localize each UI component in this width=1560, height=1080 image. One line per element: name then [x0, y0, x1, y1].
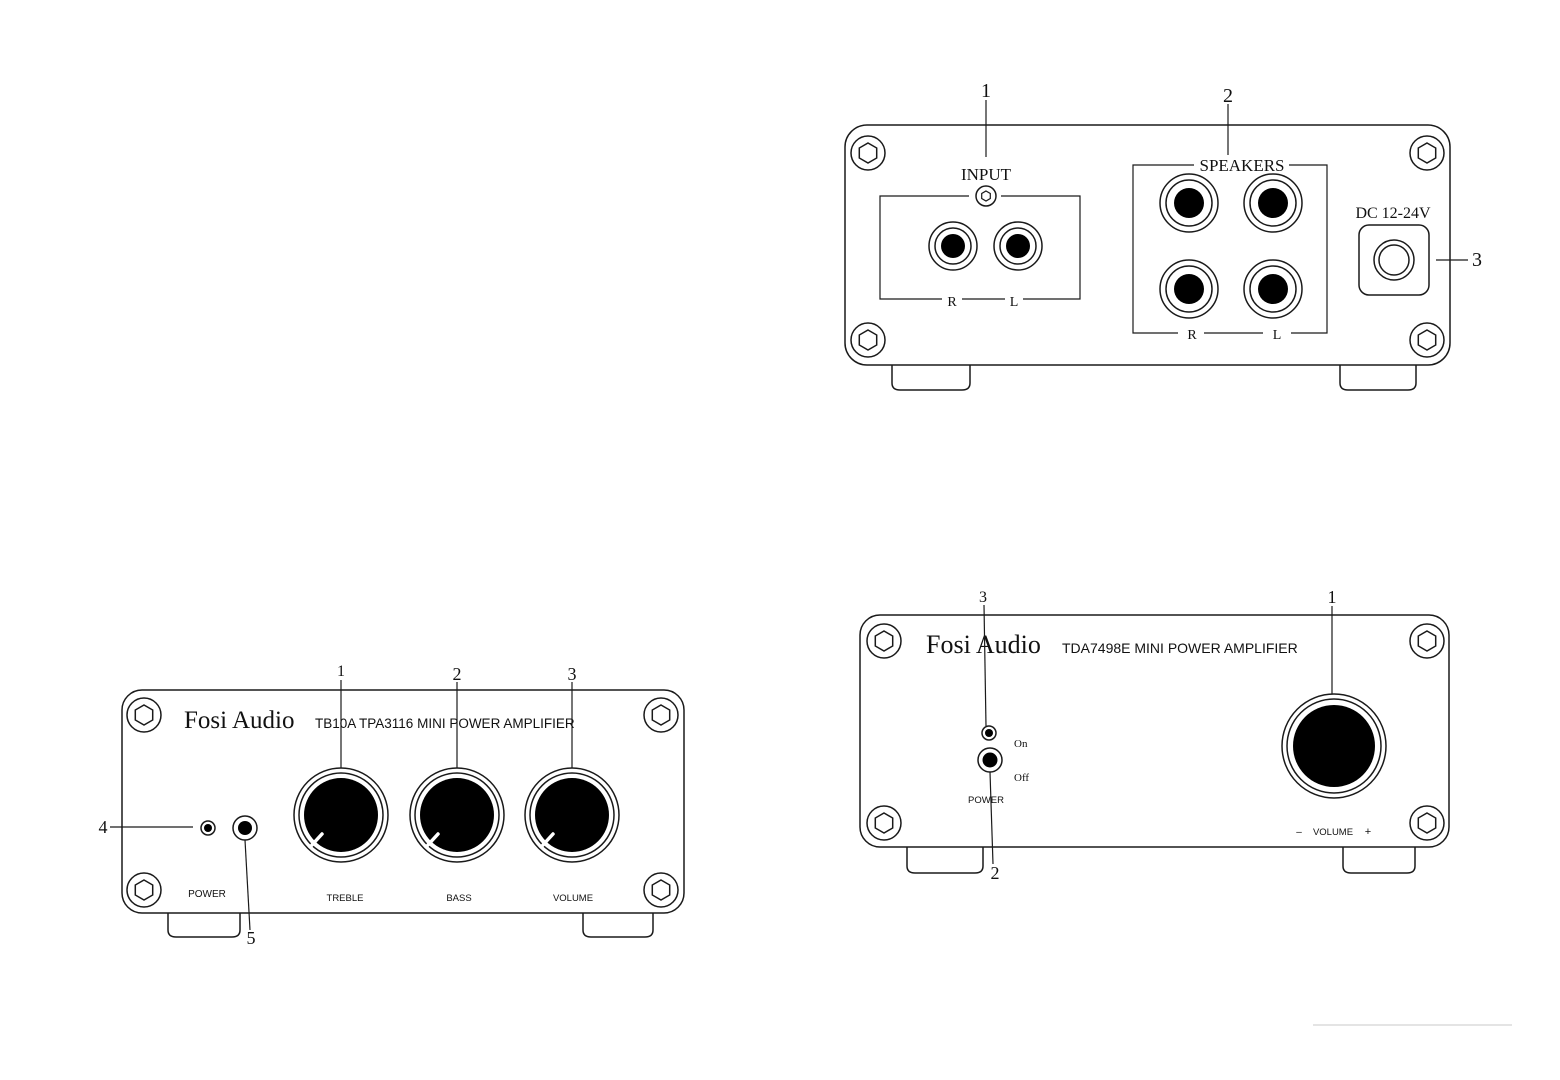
volume-label: VOLUME [553, 893, 593, 904]
tda7498e-model: TDA7498E MINI POWER AMPLIFIER [1062, 640, 1298, 656]
rear-panel: INPUT R L SPEAKERS R L [845, 80, 1482, 390]
off-label: Off [1014, 772, 1029, 784]
callout-1: 1 [981, 80, 991, 102]
input-bracket [880, 196, 1080, 299]
tb10a-power-label: POWER [188, 889, 226, 900]
treble-label: TREBLE [327, 893, 364, 904]
volume-plus-label: + [1365, 826, 1371, 838]
volume-label: VOLUME [1313, 827, 1353, 838]
screw-icon [1410, 624, 1444, 658]
tb10a-brand: Fosi Audio [184, 707, 294, 734]
tb10a-model: TB10A TPA3116 MINI POWER AMPLIFIER [315, 716, 575, 731]
rear-foot-right [1340, 365, 1416, 390]
speakers-r-label: R [1187, 328, 1197, 343]
volume-minus-label: – [1296, 827, 1302, 838]
screw-icon [867, 806, 901, 840]
dc-jack-icon [1374, 240, 1414, 280]
screw-icon [644, 873, 678, 907]
speakers-bracket [1133, 165, 1327, 333]
speakers-label: SPEAKERS [1199, 156, 1284, 175]
screw-icon [1410, 323, 1444, 357]
screw-icon [867, 624, 901, 658]
dc-jack-housing [1359, 225, 1429, 295]
tda7498e-power-label: POWER [968, 795, 1004, 806]
speaker-terminal [1244, 260, 1302, 318]
on-label: On [1014, 738, 1028, 750]
bass-label: BASS [446, 893, 471, 904]
input-rca-jack-right [929, 222, 977, 270]
input-label: INPUT [961, 165, 1012, 184]
callout-5: 5 [247, 928, 256, 948]
speaker-terminal [1160, 174, 1218, 232]
screw-icon [851, 323, 885, 357]
tb10a-foot-right [583, 913, 653, 937]
speaker-terminal [1244, 174, 1302, 232]
input-l-label: L [1010, 295, 1019, 310]
screw-icon [1410, 806, 1444, 840]
front-panel-tda7498e: Fosi Audio TDA7498E MINI POWER AMPLIFIER… [860, 587, 1449, 883]
screw-icon [127, 698, 161, 732]
front-panel-tb10a: Fosi Audio TB10A TPA3116 MINI POWER AMPL… [99, 663, 685, 948]
treble-knob[interactable] [294, 768, 388, 862]
tda7498e-foot-right [1343, 847, 1415, 873]
tda7498e-brand: Fosi Audio [926, 630, 1041, 659]
screw-icon [851, 136, 885, 170]
dc-label: DC 12-24V [1355, 205, 1431, 222]
callout-3: 3 [1472, 249, 1482, 271]
screw-icon [644, 698, 678, 732]
volume-knob[interactable] [1282, 694, 1386, 798]
screw-icon [1410, 136, 1444, 170]
input-ground-screw-icon [976, 186, 996, 206]
tda7498e-foot-left [907, 847, 983, 873]
callout-2: 2 [1223, 85, 1233, 107]
callout-2: 2 [991, 863, 1000, 883]
callout-2: 2 [453, 664, 462, 684]
tb10a-foot-left [168, 913, 240, 937]
speakers-l-label: L [1273, 328, 1282, 343]
callout-3: 3 [979, 589, 987, 606]
input-r-label: R [947, 295, 957, 310]
speaker-terminal [1160, 260, 1218, 318]
callout-3: 3 [568, 664, 577, 684]
input-rca-jack-left [994, 222, 1042, 270]
callout-1: 1 [337, 663, 345, 680]
bass-knob[interactable] [410, 768, 504, 862]
callout-1: 1 [1328, 587, 1337, 607]
volume-knob[interactable] [525, 768, 619, 862]
callout-4: 4 [99, 817, 108, 837]
rear-foot-left [892, 365, 970, 390]
screw-icon [127, 873, 161, 907]
